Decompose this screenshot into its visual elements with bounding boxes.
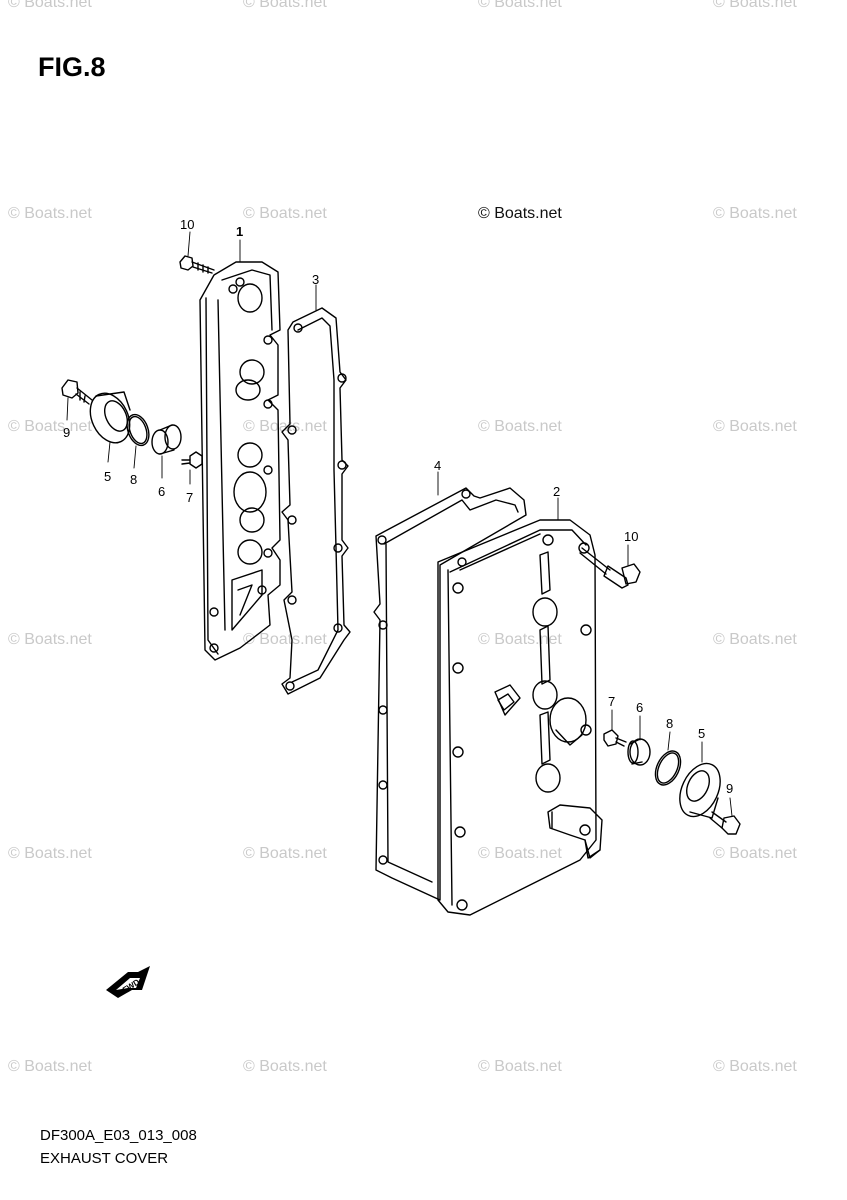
- right-bolt-7: [603, 729, 627, 747]
- callout-part-8-right: 8: [666, 716, 674, 731]
- left-spacer-6: [151, 424, 182, 455]
- watermark: © Boats.net: [713, 205, 797, 222]
- watermark: © Boats.net: [713, 0, 797, 11]
- diagram-code: DF300A_E03_013_008: [40, 1127, 197, 1144]
- watermark: © Boats.net: [8, 631, 92, 648]
- callout-part-8-left: 8: [130, 472, 138, 487]
- part-4-gasket: [373, 487, 527, 901]
- watermark: © Boats.net: [478, 418, 562, 435]
- callout-part-6-left: 6: [158, 484, 166, 499]
- watermark: © Boats.net: [713, 631, 797, 648]
- watermark: © Boats.net: [478, 845, 562, 862]
- watermark: © Boats.net: [8, 1058, 92, 1075]
- diagram-title: EXHAUST COVER: [40, 1150, 169, 1167]
- callout-part-4: 4: [434, 458, 442, 473]
- callout-part-10-left: 10: [180, 217, 195, 232]
- watermark: © Boats.net: [478, 0, 562, 11]
- right-cover-5: [679, 762, 721, 819]
- right-o-ring-8: [654, 750, 682, 786]
- watermark: © Boats.net: [8, 205, 92, 222]
- watermark: © Boats.net: [713, 418, 797, 435]
- fwd-arrow-icon: FWD: [106, 966, 150, 998]
- right-bolt-9: [709, 811, 741, 835]
- part-2-exhaust-cover: [437, 519, 603, 916]
- callout-part-2: 2: [553, 484, 561, 499]
- part-1-exhaust-cover: [199, 261, 281, 661]
- callout-part-1: 1: [236, 224, 244, 239]
- left-cover-5: [89, 391, 131, 444]
- callout-part-10-right: 10: [624, 529, 639, 544]
- callout-part-9-right: 9: [726, 781, 734, 796]
- right-bolt-10: [579, 547, 641, 589]
- watermark: © Boats.net: [8, 418, 92, 435]
- callout-part-7-left: 7: [186, 490, 194, 505]
- watermark: © Boats.net: [713, 1058, 797, 1075]
- figure-title: FIG.8: [38, 52, 106, 82]
- callout-part-5-right: 5: [698, 726, 706, 741]
- left-bolt-7: [181, 451, 203, 469]
- watermark: © Boats.net: [243, 845, 327, 862]
- watermark-dark: © Boats.net: [478, 205, 562, 222]
- callout-part-7-right: 7: [608, 694, 616, 709]
- watermark: © Boats.net: [243, 418, 327, 435]
- watermark: © Boats.net: [243, 1058, 327, 1075]
- callout-part-5-left: 5: [104, 469, 112, 484]
- part-3-gasket: [281, 307, 351, 695]
- watermark: © Boats.net: [8, 845, 92, 862]
- left-bolt-9: [61, 379, 93, 405]
- callout-part-3: 3: [312, 272, 320, 287]
- watermark: © Boats.net: [8, 0, 92, 11]
- leader-lines: [66, 231, 733, 817]
- callout-part-9-left: 9: [63, 425, 71, 440]
- watermark: © Boats.net: [243, 205, 327, 222]
- watermark: © Boats.net: [243, 631, 327, 648]
- callout-part-6-right: 6: [636, 700, 644, 715]
- watermark: © Boats.net: [243, 0, 327, 11]
- watermark: © Boats.net: [713, 845, 797, 862]
- left-o-ring-8: [126, 413, 150, 447]
- watermark: © Boats.net: [478, 1058, 562, 1075]
- right-spacer-6: [627, 738, 651, 766]
- left-bolt-10: [179, 255, 215, 274]
